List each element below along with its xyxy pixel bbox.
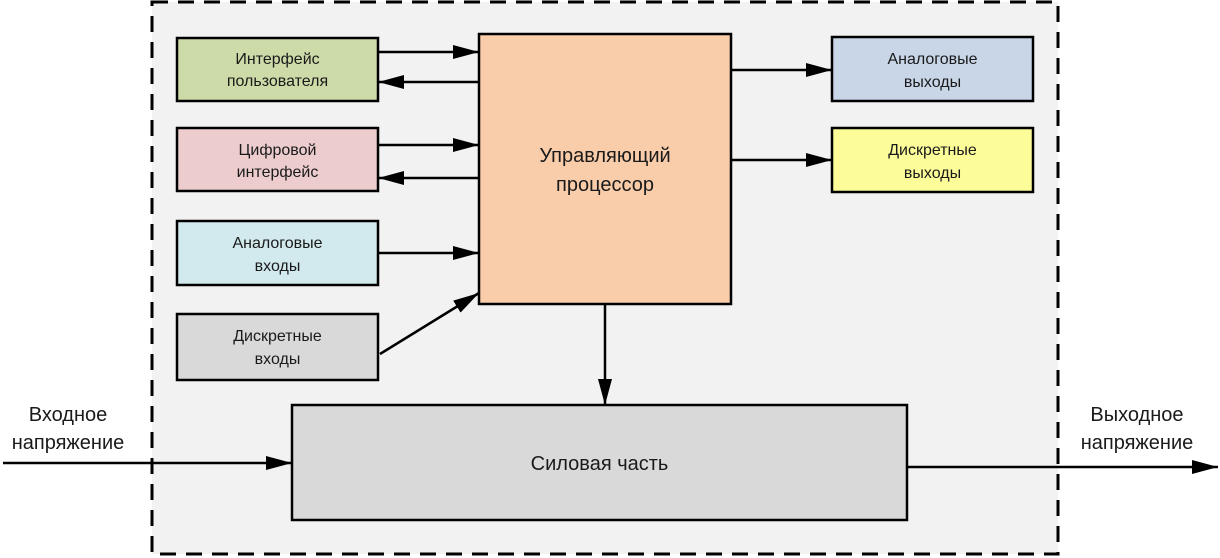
discrete-outputs-label-line2: выходы (904, 165, 961, 182)
user-interface-label-line1: Интерфейс (235, 51, 319, 68)
processor-label-line2: процессор (556, 174, 654, 196)
analog-outputs-block: Аналоговые выходы (830, 35, 1035, 103)
output-voltage-label-line2: напряжение (1081, 432, 1194, 454)
input-voltage-label-line2: напряжение (12, 432, 125, 454)
discrete-outputs-block: Дискретные выходы (830, 126, 1035, 194)
power-stage-label: Силовая часть (531, 453, 669, 475)
discrete-inputs-block: Дискретные входы (175, 312, 380, 382)
discrete-inputs-label-line1: Дискретные (233, 328, 322, 345)
arrow-discrete-in-to-processor (379, 291, 480, 356)
digital-interface-block: Цифровой интерфейс (175, 126, 380, 193)
digital-interface-label-line1: Цифровой (239, 142, 317, 159)
analog-outputs-label-line1: Аналоговые (887, 51, 977, 68)
power-stage-block: Силовая часть (290, 403, 909, 522)
user-interface-block: Интерфейс пользователя (175, 36, 380, 103)
user-interface-label-line2: пользователя (227, 73, 328, 90)
input-voltage-label-line1: Входное (29, 404, 108, 426)
analog-inputs-block: Аналоговые входы (175, 219, 380, 287)
digital-interface-label-line2: интерфейс (237, 164, 319, 181)
analog-inputs-label-line2: входы (255, 258, 301, 275)
analog-outputs-label-line2: выходы (904, 74, 961, 91)
output-voltage-label-line1: Выходное (1090, 404, 1183, 426)
processor-block: Управляющий процессор (477, 32, 733, 306)
analog-inputs-label-line1: Аналоговые (232, 235, 322, 252)
discrete-inputs-label-line2: входы (255, 351, 301, 368)
processor-label-line1: Управляющий (539, 145, 670, 167)
discrete-outputs-label-line1: Дискретные (888, 142, 977, 159)
